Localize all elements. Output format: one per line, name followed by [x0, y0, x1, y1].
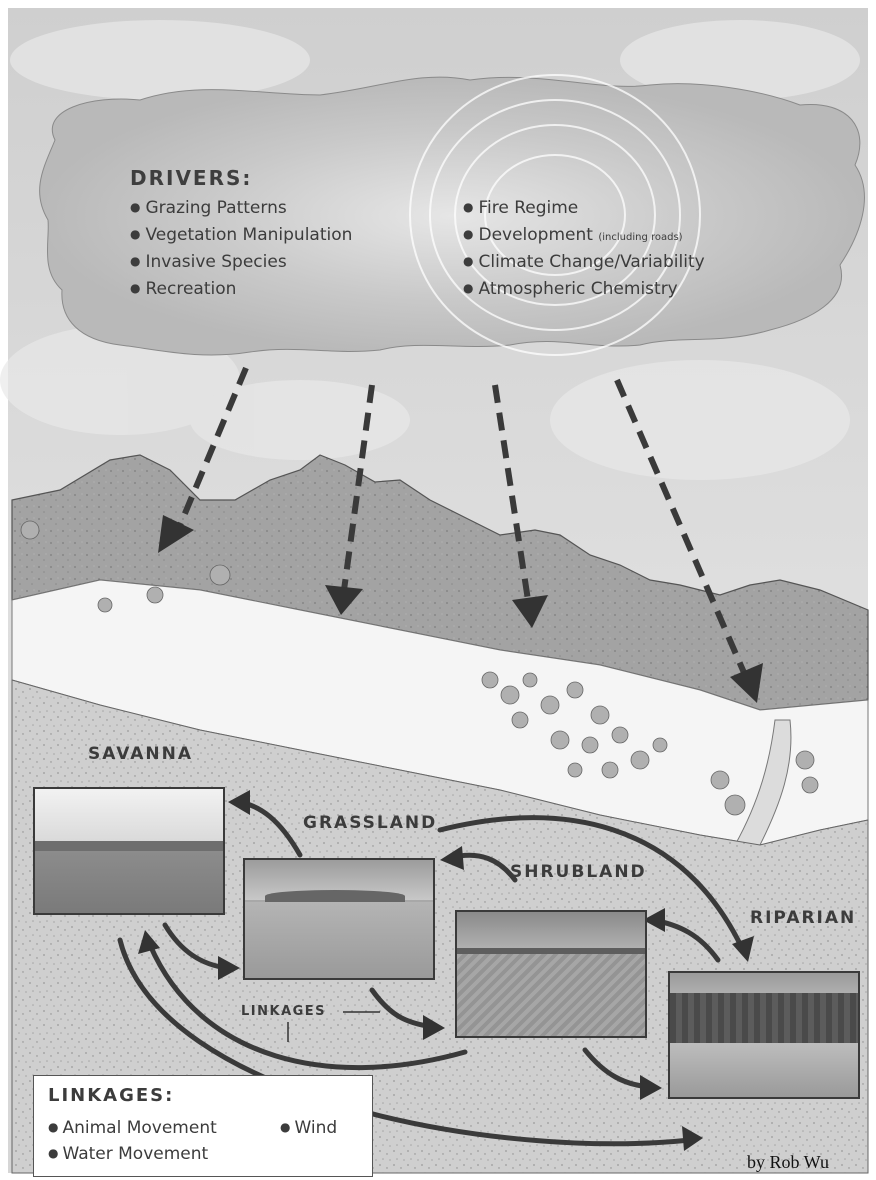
driver-item: ●Invasive Species — [130, 252, 287, 272]
linkage-arrowhead — [640, 1075, 662, 1100]
driver-item: ●Development (including roads) — [463, 225, 683, 245]
driver-label: Invasive Species — [145, 252, 287, 272]
driver-arrows — [175, 366, 748, 677]
driver-arrowheads — [158, 515, 763, 703]
drivers-title: DRIVERS: — [130, 166, 253, 190]
driver-item: ●Vegetation Manipulation — [130, 225, 353, 245]
legend-label: Wind — [294, 1118, 338, 1138]
driver-label: Atmospheric Chemistry — [478, 279, 678, 299]
riparian-photo — [668, 971, 860, 1099]
legend-label: Animal Movement — [62, 1118, 217, 1138]
savanna-photo — [33, 787, 225, 915]
savanna-label: SAVANNA — [88, 744, 194, 764]
grassland-label: GRASSLAND — [303, 813, 438, 833]
linkage-arrowhead — [732, 936, 754, 962]
driver-label: Fire Regime — [478, 198, 579, 218]
driver-arrowhead-1 — [158, 515, 194, 553]
linkages-legend: LINKAGES: ●Animal Movement ●Wind ●Water … — [33, 1075, 373, 1177]
drivers-list-right: ●Fire Regime ●Development (including roa… — [463, 195, 705, 303]
legend-item: ●Wind — [280, 1118, 338, 1138]
driver-note: (including roads) — [598, 232, 683, 243]
driver-item: ●Atmospheric Chemistry — [463, 279, 678, 299]
driver-label: Grazing Patterns — [145, 198, 287, 218]
driver-label: Vegetation Manipulation — [145, 225, 353, 245]
shrub-clusters — [20, 520, 819, 816]
linkage-arrowhead — [138, 930, 160, 954]
drivers-list-left: ●Grazing Patterns ●Vegetation Manipulati… — [130, 195, 352, 303]
linkage-arrowhead — [682, 1126, 703, 1151]
driver-arrowhead-2 — [325, 585, 363, 615]
shrubland-photo — [455, 910, 647, 1038]
arrow-grassland-to-riparian — [437, 815, 745, 951]
legend-label: Water Movement — [62, 1144, 209, 1164]
driver-arrowhead-4 — [730, 663, 763, 703]
linkage-arrowhead — [228, 790, 250, 815]
legend-item: ●Water Movement — [48, 1144, 209, 1164]
linkages-callout: LINKAGES — [241, 1004, 327, 1019]
linkage-arrowhead — [440, 846, 464, 870]
driver-item: ●Fire Regime — [463, 198, 579, 218]
driver-item: ●Recreation — [130, 279, 237, 299]
linkage-arrowhead — [643, 908, 665, 932]
driver-item: ●Grazing Patterns — [130, 198, 287, 218]
driver-label: Recreation — [145, 279, 237, 299]
foreground-ground — [11, 679, 869, 1174]
cloud-ripple-rings — [409, 74, 701, 356]
driver-arrow-3 — [492, 384, 531, 601]
linkage-arrowheads — [138, 790, 754, 1151]
drivers-cloud — [39, 76, 865, 356]
driver-arrow-1 — [175, 366, 249, 532]
legend-item: ●Animal Movement — [48, 1118, 217, 1138]
driver-label: Development — [478, 225, 593, 245]
legend-title: LINKAGES: — [48, 1085, 175, 1106]
background-clouds — [0, 20, 860, 480]
linkage-arrowhead — [423, 1015, 445, 1040]
riparian-label: RIPARIAN — [750, 908, 857, 928]
grassland-photo — [243, 858, 435, 980]
shrubland-label: SHRUBLAND — [510, 862, 647, 882]
arrow-shrubland-to-savanna — [147, 942, 468, 1070]
driver-item: ●Climate Change/Variability — [463, 252, 705, 272]
driver-arrow-2 — [341, 384, 375, 591]
author-credit: by Rob Wu — [747, 1152, 829, 1172]
linkage-arrowhead — [218, 956, 240, 980]
driver-arrow-4 — [614, 378, 748, 677]
driver-label: Climate Change/Variability — [478, 252, 705, 272]
driver-arrowhead-3 — [512, 595, 548, 628]
